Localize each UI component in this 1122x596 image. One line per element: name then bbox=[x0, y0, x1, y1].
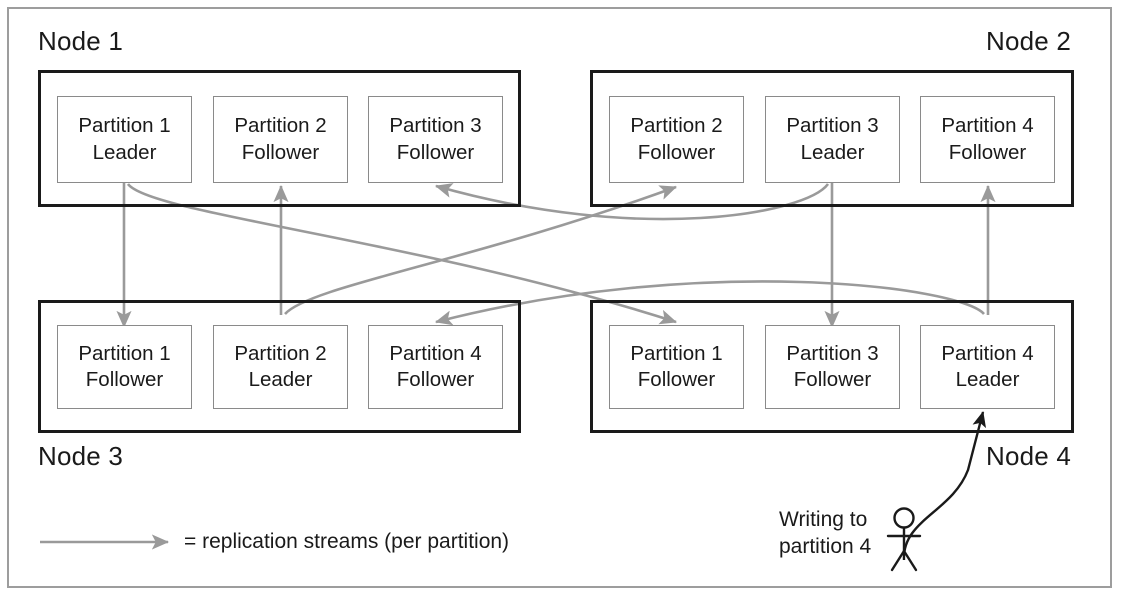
partition-node-3-2[interactable]: Partition 4 Follower bbox=[368, 325, 503, 409]
partition-node-1-1[interactable]: Partition 2 Follower bbox=[213, 96, 348, 183]
node-label-node-4: Node 4 bbox=[986, 441, 1072, 471]
partition-name: Partition 2 bbox=[630, 114, 723, 138]
partition-name: Partition 1 bbox=[78, 114, 171, 138]
partition-role: Leader bbox=[92, 140, 157, 164]
node-box-node-3 bbox=[38, 300, 521, 433]
partition-name: Partition 3 bbox=[389, 114, 482, 138]
figure-frame bbox=[7, 7, 1112, 588]
partition-name: Partition 1 bbox=[78, 341, 171, 365]
partition-role: Leader bbox=[248, 368, 313, 391]
partition-role: Leader bbox=[955, 368, 1020, 391]
partition-role: Leader bbox=[800, 140, 865, 164]
partition-role: Follower bbox=[85, 368, 164, 391]
partition-node-1-0[interactable]: Partition 1 Leader bbox=[57, 96, 192, 183]
partition-role: Follower bbox=[396, 140, 475, 164]
partition-role: Follower bbox=[948, 140, 1027, 164]
partition-role: Follower bbox=[396, 368, 475, 391]
partition-name: Partition 2 bbox=[234, 114, 327, 138]
partition-node-4-0[interactable]: Partition 1 Follower bbox=[609, 325, 744, 409]
writer-annotation-line-1: Writing to bbox=[779, 508, 868, 531]
node-label-node-1: Node 1 bbox=[38, 26, 124, 56]
node-box-node-4 bbox=[590, 300, 1074, 433]
partition-name: Partition 4 bbox=[389, 341, 482, 365]
partition-name: Partition 3 bbox=[786, 114, 879, 138]
node-box-node-2 bbox=[590, 70, 1074, 207]
partition-role: Follower bbox=[793, 368, 872, 391]
partition-role: Follower bbox=[637, 140, 716, 164]
node-label-node-3: Node 3 bbox=[38, 441, 124, 471]
partition-role: Follower bbox=[241, 140, 320, 164]
partition-name: Partition 3 bbox=[786, 341, 879, 365]
writer-annotation: Writing to partition 4 bbox=[779, 506, 871, 561]
partition-name: Partition 2 bbox=[234, 341, 327, 365]
partition-node-2-2[interactable]: Partition 4 Follower bbox=[920, 96, 1055, 183]
partition-node-4-1[interactable]: Partition 3 Follower bbox=[765, 325, 900, 409]
partition-name: Partition 1 bbox=[630, 341, 723, 365]
partition-name: Partition 4 bbox=[941, 341, 1034, 365]
partition-node-2-1[interactable]: Partition 3 Leader bbox=[765, 96, 900, 183]
partition-node-1-2[interactable]: Partition 3 Follower bbox=[368, 96, 503, 183]
partition-node-4-2[interactable]: Partition 4 Leader bbox=[920, 325, 1055, 409]
partition-name: Partition 4 bbox=[941, 114, 1034, 138]
legend-label: = replication streams (per partition) bbox=[184, 530, 510, 553]
partition-node-3-0[interactable]: Partition 1 Follower bbox=[57, 325, 192, 409]
partition-node-3-1[interactable]: Partition 2 Leader bbox=[213, 325, 348, 409]
node-label-node-2: Node 2 bbox=[986, 26, 1072, 56]
partition-node-2-0[interactable]: Partition 2 Follower bbox=[609, 96, 744, 183]
node-box-node-1 bbox=[38, 70, 521, 207]
partition-role: Follower bbox=[637, 368, 716, 391]
writer-annotation-line-2: partition 4 bbox=[779, 535, 872, 559]
